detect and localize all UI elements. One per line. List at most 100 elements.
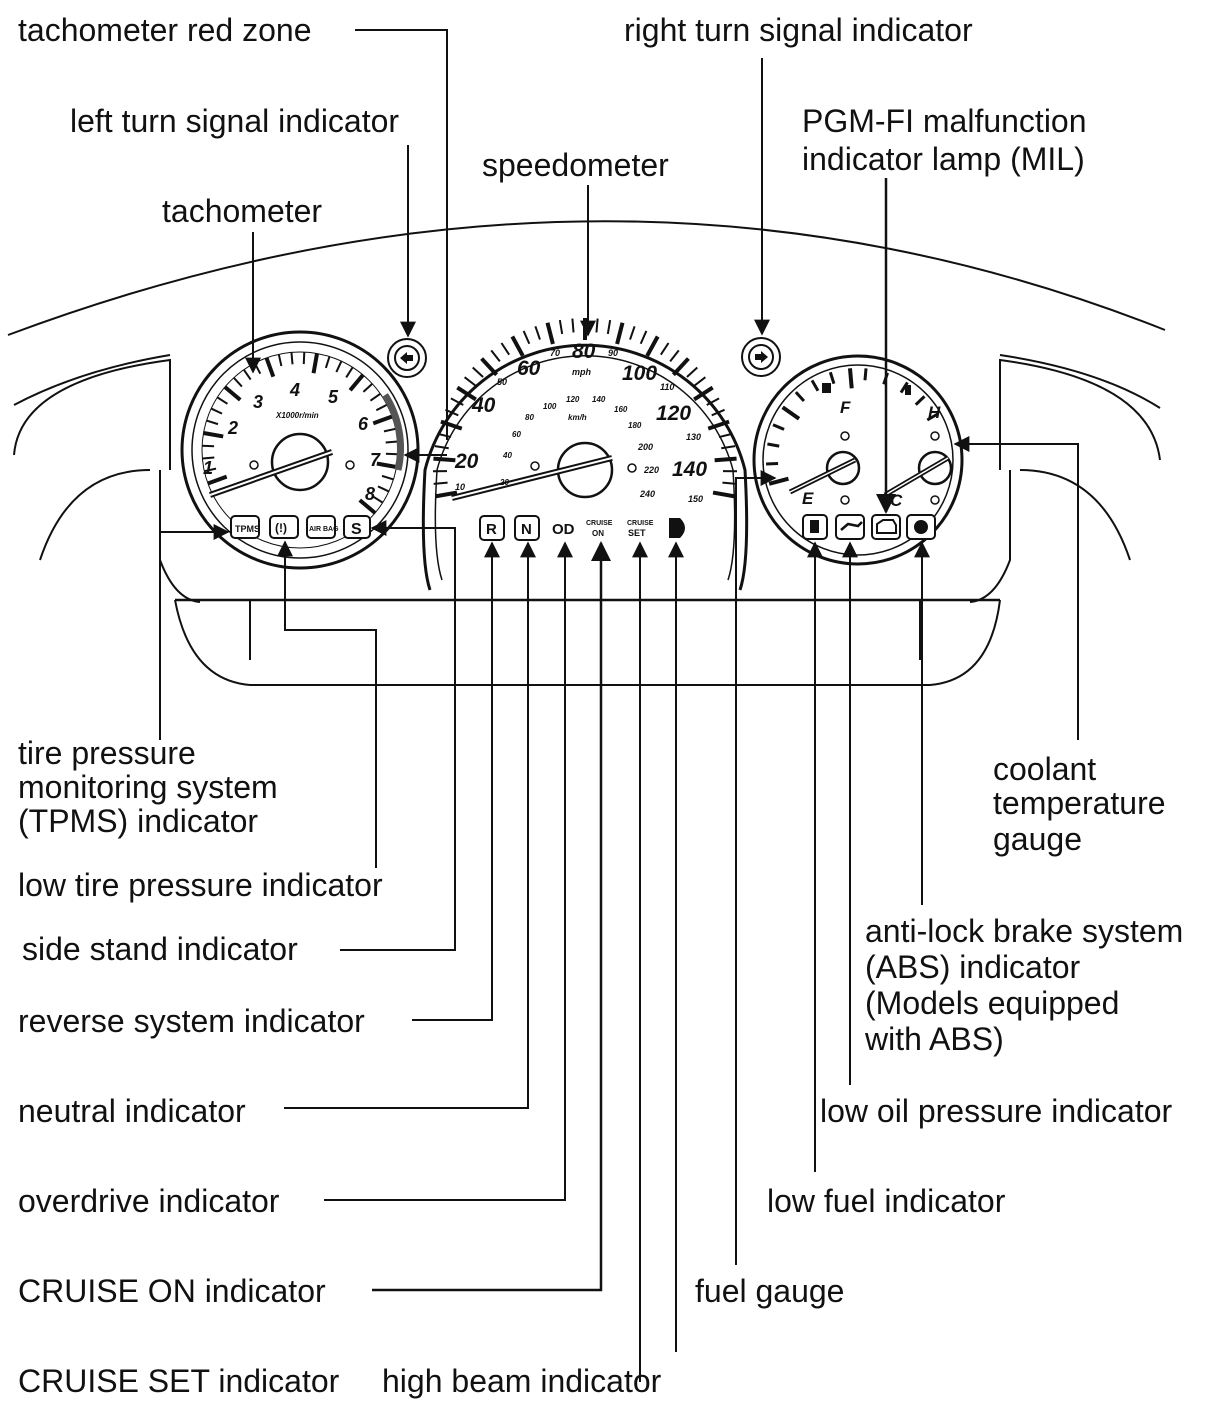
- label-low-fuel: low fuel indicator: [767, 1183, 1006, 1219]
- label-tachometer: tachometer: [162, 193, 323, 229]
- dial-tick: [645, 335, 660, 357]
- dial-tick: [369, 392, 381, 402]
- dial-tick: [768, 476, 789, 486]
- dial-tick: [311, 353, 319, 374]
- tach-number-6: 6: [358, 414, 369, 434]
- label-neutral: neutral indicator: [18, 1093, 246, 1129]
- left-turn-signal-lamp: [387, 338, 427, 378]
- mph-60: 60: [517, 357, 541, 380]
- mph-110: 110: [660, 382, 674, 392]
- dial-tick: [207, 474, 228, 486]
- reverse-lamp-text: R: [486, 521, 497, 538]
- dial-tick: [767, 442, 780, 448]
- oil-can-icon: [840, 521, 863, 531]
- dial-tick: [500, 342, 511, 356]
- dial-tick: [383, 427, 396, 433]
- low-tire-lamp-text: (!): [275, 521, 287, 535]
- mph-90: 90: [608, 348, 618, 358]
- mph-120: 120: [656, 402, 691, 425]
- dial-tick: [545, 322, 555, 345]
- dial-tick: [223, 385, 242, 402]
- overdrive-lamp-text: OD: [552, 521, 575, 538]
- cowl-outline: [7, 220, 1166, 336]
- tach-number-5: 5: [328, 387, 339, 407]
- neutral-lamp-text: N: [521, 521, 532, 538]
- dial-tick: [206, 419, 219, 426]
- label-tachometer-red-zone: tachometer red zone: [18, 12, 312, 48]
- label-low-oil-pressure: low oil pressure indicator: [820, 1093, 1173, 1129]
- dial-tick: [671, 357, 690, 377]
- side-stand-lamp: [343, 515, 371, 539]
- mph-130: 130: [686, 432, 701, 442]
- cruise-on-top-text: CRUISE: [586, 520, 613, 527]
- dial-tick: [706, 397, 720, 406]
- fuel-empty-mark: E: [802, 489, 814, 508]
- dial-tick: [534, 325, 541, 340]
- dial-tick: [558, 319, 564, 335]
- dial-tick: [693, 376, 707, 387]
- label-coolant-line3: gauge: [993, 821, 1082, 857]
- mph-80: 80: [572, 340, 596, 363]
- dial-tick: [707, 419, 730, 431]
- left-arrow-icon: [400, 352, 413, 364]
- dial-tick: [264, 357, 276, 378]
- dial-tick: [348, 373, 365, 392]
- side-stand-lamp-text: S: [351, 521, 362, 538]
- fuel-pump-icon: [822, 383, 831, 393]
- dial-tick: [669, 349, 680, 363]
- dial-tick: [810, 379, 820, 392]
- tach-unit: X1000r/min: [275, 411, 319, 420]
- right-turn-signal-lamp: [741, 337, 781, 377]
- mph-150: 150: [688, 494, 703, 504]
- dial-tick: [595, 318, 599, 333]
- dial-tick: [926, 412, 939, 422]
- dial-tick: [202, 456, 215, 460]
- mph-unit: mph: [572, 367, 592, 377]
- label-speedometer: speedometer: [482, 147, 669, 183]
- speedo-indicator-row: R N OD CRUISE ON CRUISE SET: [479, 515, 685, 541]
- dial-tick: [437, 432, 452, 439]
- dial-tick: [772, 423, 785, 431]
- dial-tick: [253, 362, 262, 375]
- dial-tick: [204, 467, 217, 473]
- dial-tick: [522, 330, 531, 345]
- kmh-200: 200: [637, 442, 653, 452]
- dial-tick: [440, 419, 463, 431]
- dial-tick: [434, 490, 458, 499]
- dial-tick: [693, 385, 714, 402]
- tach-number-4: 4: [289, 380, 300, 400]
- dial-tick: [847, 368, 854, 389]
- mph-100: 100: [622, 362, 657, 385]
- engine-icon: [876, 519, 897, 534]
- dial-tick: [480, 357, 499, 377]
- tach-number-3: 3: [253, 392, 263, 412]
- dial-tick: [375, 403, 388, 412]
- mph-10: 10: [455, 482, 465, 492]
- label-high-beam: high beam indicator: [382, 1363, 662, 1399]
- dial-tick: [510, 335, 525, 357]
- dial-tick: [290, 352, 294, 365]
- label-abs-line3: (Models equipped: [865, 985, 1120, 1021]
- dial-tick: [718, 432, 733, 439]
- dial-tick: [210, 407, 223, 415]
- dial-tick: [233, 377, 243, 388]
- dial-tick: [433, 481, 448, 485]
- label-pgm-fi-line1: PGM-FI malfunction: [802, 103, 1087, 139]
- dial-tick: [606, 319, 612, 335]
- label-tpms-line3: (TPMS) indicator: [18, 803, 259, 839]
- tach-number-8: 8: [365, 484, 375, 504]
- label-abs-line2: (ABS) indicator: [865, 949, 1081, 985]
- label-low-tire-pressure: low tire pressure indicator: [18, 867, 383, 903]
- kmh-100: 100: [543, 402, 557, 411]
- dial-tick: [714, 456, 737, 463]
- dial-tick: [277, 354, 283, 367]
- dial-tick: [242, 369, 252, 381]
- label-overdrive: overdrive indicator: [18, 1183, 280, 1219]
- kmh-160: 160: [614, 405, 628, 414]
- label-cruise-on: CRUISE ON indicator: [18, 1273, 326, 1309]
- dial-tick: [377, 485, 390, 493]
- kmh-20: 20: [499, 478, 509, 487]
- kmh-80: 80: [525, 413, 534, 422]
- cruise-set-bottom-text: SET: [628, 528, 646, 538]
